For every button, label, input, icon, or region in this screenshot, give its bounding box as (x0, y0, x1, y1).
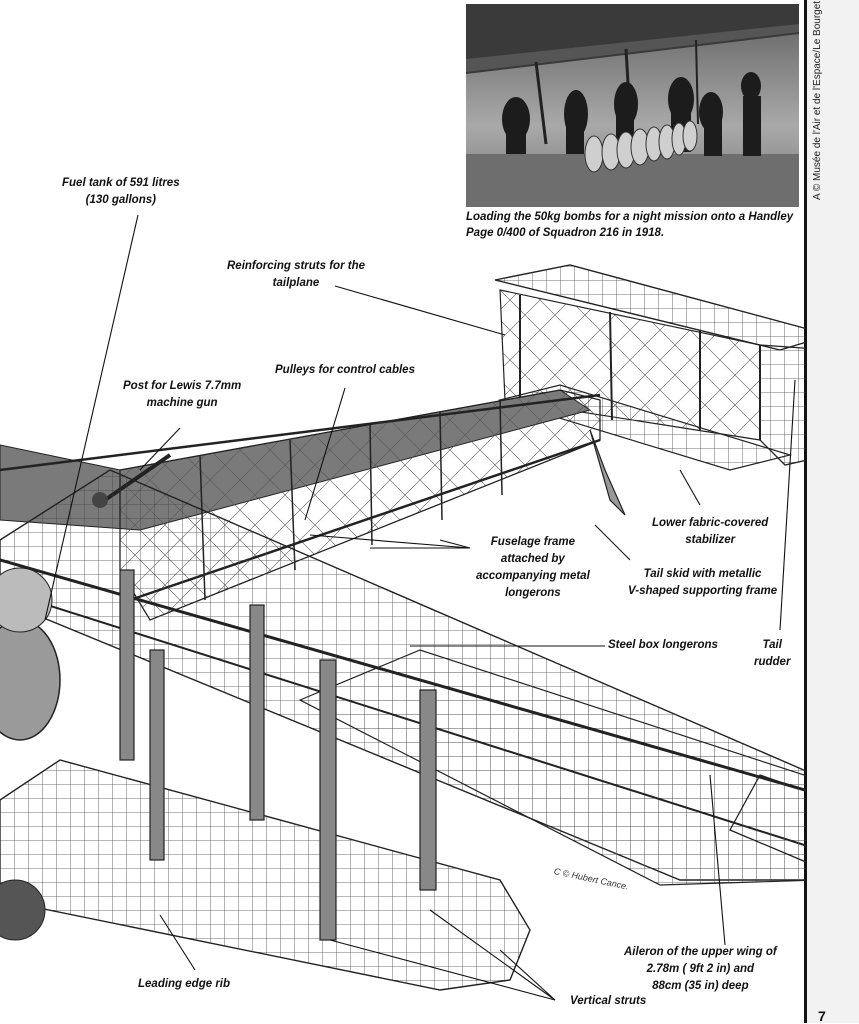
lower-wing (0, 759, 531, 991)
margin-rule (804, 0, 807, 1023)
label-tail-skid: Tail skid with metallic V-shaped support… (628, 568, 778, 597)
aileron (729, 774, 806, 863)
photo-scene (466, 4, 799, 207)
label-aileron: Aileron of the upper wing of 2.78m ( 9ft… (624, 946, 777, 992)
tail-skid (589, 429, 626, 516)
label-tail-rudder: Tail rudder (754, 639, 791, 668)
photo-credit: A © Musée de l'Air et de l'Espace/Le Bou… (812, 0, 823, 200)
upper-tailplane (494, 264, 806, 351)
label-fuselage-frame: Fuselage frame attached by accompanying … (476, 536, 590, 599)
label-fuel-tank: Fuel tank of 591 litres (130 gallons) (62, 177, 180, 206)
label-pulleys: Pulleys for control cables (275, 364, 415, 376)
label-lewis-post: Post for Lewis 7.7mm machine gun (123, 380, 242, 409)
aircraft-cutaway-drawing (0, 214, 806, 1001)
vertical-struts (119, 569, 437, 941)
historical-photo (466, 4, 799, 207)
leader-lines (44, 214, 796, 1001)
photo-caption: Loading the 50kg bombs for a night missi… (466, 211, 794, 239)
label-lower-stabilizer: Lower fabric-covered stabilizer (652, 517, 769, 546)
label-steel-longerons: Steel box longerons (608, 639, 718, 651)
label-reinforcing-struts: Reinforcing struts for the tailplane (227, 260, 366, 289)
page-number: 7 (818, 1008, 826, 1024)
engine-nacelle (0, 567, 61, 941)
tail-rudder (759, 344, 806, 466)
bombs (584, 120, 698, 173)
label-leading-edge: Leading edge rib (138, 978, 231, 990)
margin-sidebar (806, 0, 859, 1023)
label-vertical-struts: Vertical struts (570, 995, 647, 1007)
